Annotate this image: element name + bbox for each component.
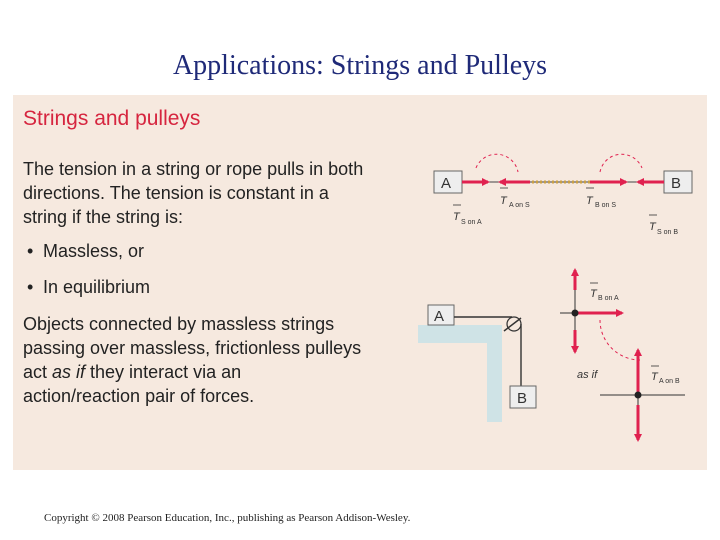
bullet-dot: • xyxy=(27,277,34,297)
string-figure: A B T A on S T B on S T S on A xyxy=(433,153,693,236)
as-if-label: as if xyxy=(577,369,598,381)
paragraph-2-text: they interact via an xyxy=(85,362,242,382)
label-t-b-on-a: T B on A xyxy=(590,282,619,302)
table-leg xyxy=(487,325,502,422)
pulley-block-a-label: A xyxy=(434,308,444,325)
bullet-massless: • Massless, or xyxy=(27,241,144,262)
paragraph-2: Objects connected by massless strings pa… xyxy=(23,312,361,408)
pulley-block-b-label: B xyxy=(517,390,527,407)
string-end-circle xyxy=(599,153,643,173)
label-t-a-on-s: T A on S xyxy=(500,187,530,209)
panel-heading: Strings and pulleys xyxy=(23,107,201,130)
bullet-text: In equilibrium xyxy=(43,277,151,297)
paragraph-2-line: passing over massless, frictionless pull… xyxy=(23,338,362,358)
paragraph-2-text: act xyxy=(23,362,53,382)
label-t-b-on-s: T B on S xyxy=(586,187,616,209)
label-subscript: S on A xyxy=(461,219,482,226)
paragraph-2-line: act as if they interact via an xyxy=(23,360,361,384)
paragraph-1: The tension in a string or rope pulls in… xyxy=(23,157,363,229)
pulley-bracket xyxy=(503,317,522,332)
block-b-label: B xyxy=(671,175,681,192)
paragraph-1-line: directions. The tension is constant in a xyxy=(23,183,329,203)
label-t-s-on-a: T S on A xyxy=(453,204,482,226)
label-subscript: B on S xyxy=(595,202,616,209)
bullet-text: Massless, or xyxy=(43,241,145,261)
paragraph-2-line: action/reaction pair of forces. xyxy=(23,386,255,406)
string-end-circle xyxy=(475,153,519,173)
label-subscript: B on A xyxy=(598,295,619,302)
pulley-block-b xyxy=(509,385,537,409)
label-t-s-on-b: T S on B xyxy=(649,214,678,236)
paragraph-1-line: string if the string is: xyxy=(23,207,184,227)
label-symbol: T xyxy=(649,221,657,233)
paragraph-2-line: Objects connected by massless strings xyxy=(23,314,335,334)
paragraph-1-line: The tension in a string or rope pulls in… xyxy=(23,159,364,179)
as-if-figure: T B on A T A on B as if xyxy=(560,268,685,442)
label-symbol: T xyxy=(500,195,508,207)
label-subscript: A on S xyxy=(509,202,530,209)
block-a-label: A xyxy=(441,175,451,192)
label-symbol: T xyxy=(651,371,659,383)
content-panel: Strings and pulleys The tension in a str… xyxy=(13,95,707,470)
table-top xyxy=(418,325,500,343)
label-symbol: T xyxy=(586,195,594,207)
point-a xyxy=(571,309,579,317)
bullet-dot: • xyxy=(27,241,34,261)
as-if-emphasis: as if xyxy=(52,362,86,382)
slide-title: Applications: Strings and Pulleys xyxy=(172,50,548,81)
bullet-equilibrium: • In equilibrium xyxy=(27,277,150,298)
label-symbol: T xyxy=(453,211,461,223)
label-subscript: A on B xyxy=(659,378,680,385)
point-b xyxy=(634,391,642,399)
as-if-arc xyxy=(599,319,641,361)
label-t-a-on-b: T A on B xyxy=(651,365,680,385)
pulley-block-a xyxy=(427,304,455,326)
copyright-footer: Copyright © 2008 Pearson Education, Inc.… xyxy=(44,512,411,524)
pulley-figure: A B xyxy=(418,304,537,422)
label-symbol: T xyxy=(590,288,598,300)
label-subscript: S on B xyxy=(657,229,678,236)
